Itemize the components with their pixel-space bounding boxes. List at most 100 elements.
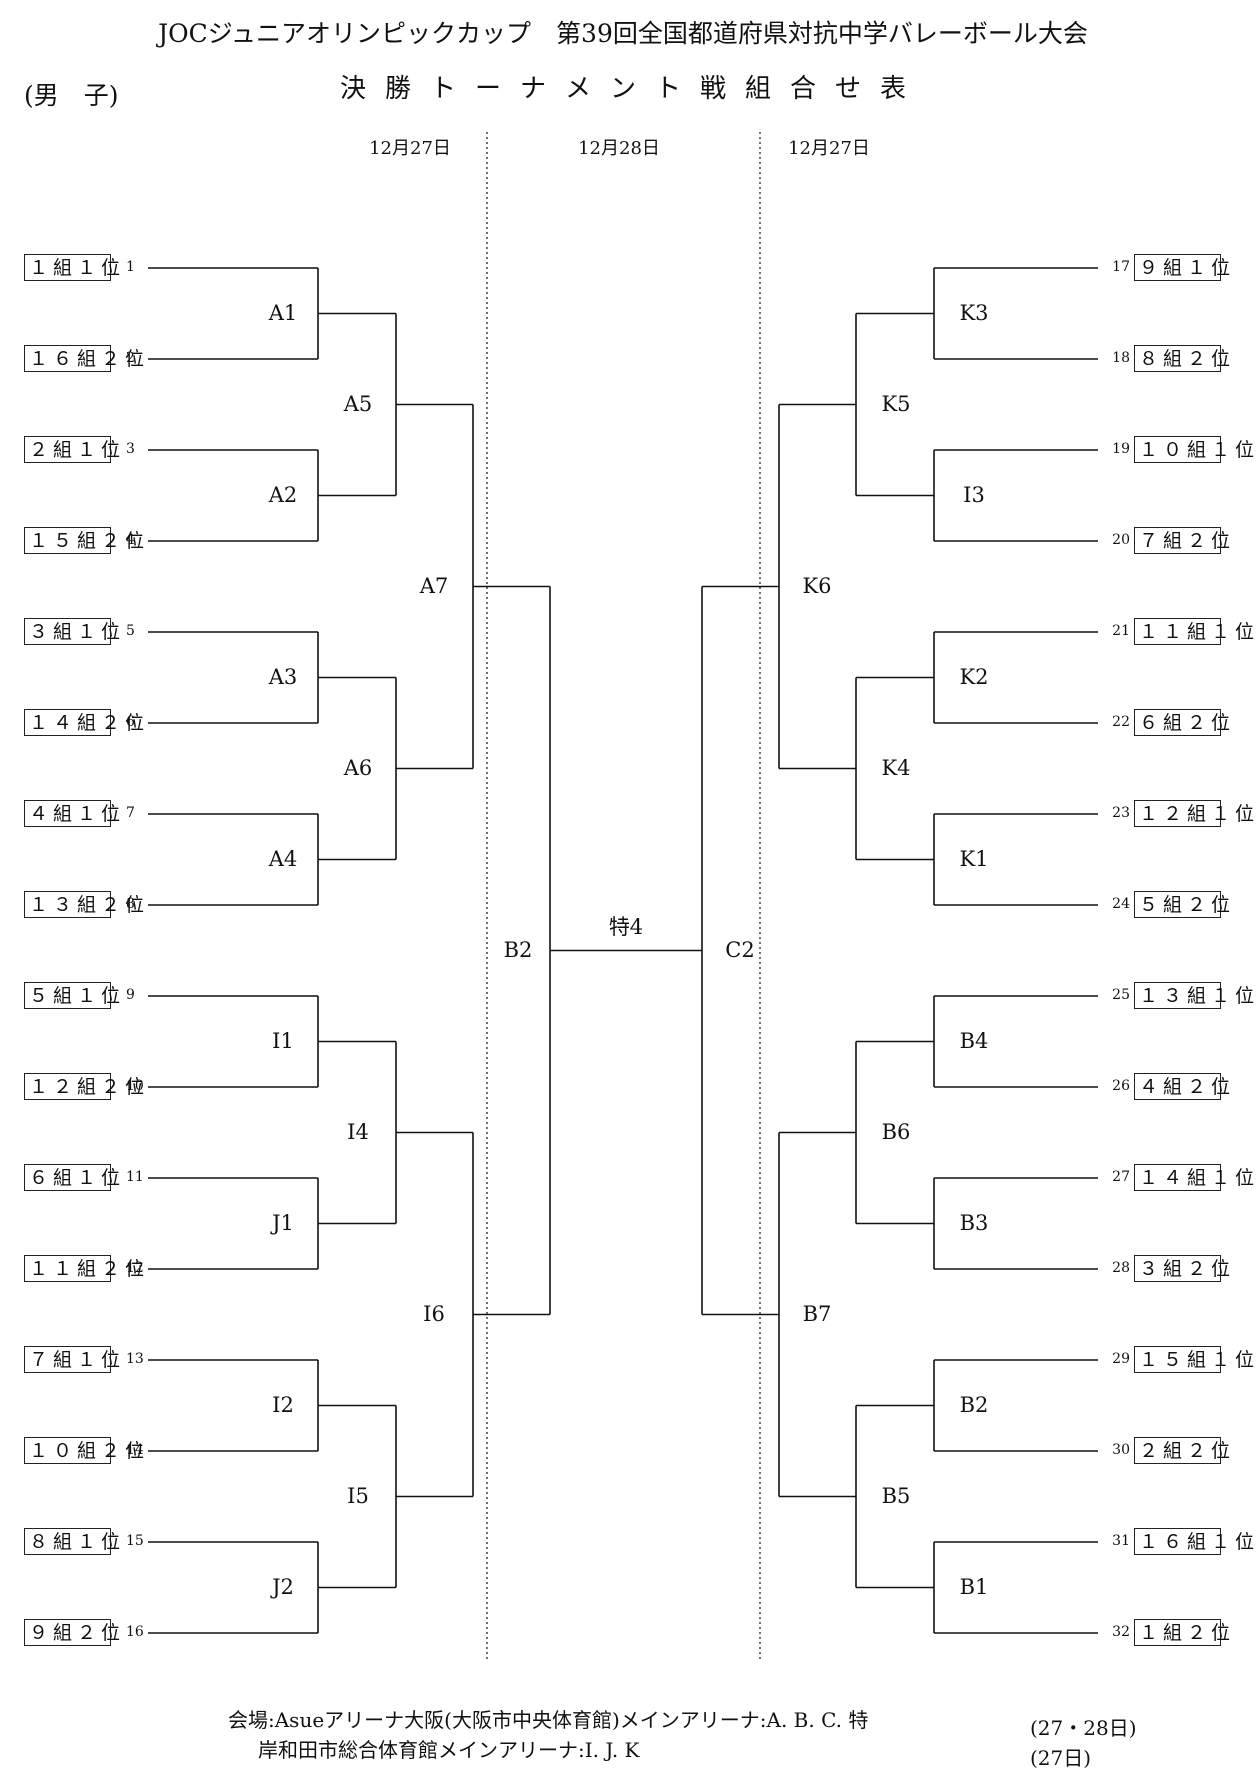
team-slot-left: ７組１位 [24,1346,120,1373]
seed-number: 2 [126,350,135,366]
date-left: 12月27日 [369,138,451,159]
seed-number: 16 [126,1624,144,1640]
team-slot-right: ２組２位 [1134,1437,1230,1464]
team-slot-left: ５組１位 [24,982,120,1009]
team-slot-right: １６組１位 [1134,1528,1254,1555]
match-label: K5 [881,391,911,416]
seed-number: 30 [1112,1442,1130,1458]
match-label: A1 [268,300,298,325]
team-slot-left: ２組１位 [24,436,120,463]
match-label: K1 [959,846,989,871]
seed-number: 27 [1112,1169,1130,1185]
match-label: K2 [959,664,989,689]
date-center: 12月28日 [578,138,660,159]
team-slot-right: ３組２位 [1134,1255,1230,1282]
match-label: I1 [272,1028,294,1053]
seed-number: 12 [126,1260,144,1276]
team-slot-left: １組１位 [24,254,120,281]
match-label: B6 [881,1119,911,1144]
team-slot-left: １３組２位 [24,891,144,918]
team-slot-left: ６組１位 [24,1164,120,1191]
venue-2-days: (27日) [1030,1746,1092,1770]
seed-number: 28 [1112,1260,1130,1276]
seed-number: 31 [1112,1533,1130,1549]
match-label: B1 [959,1574,989,1599]
team-slot-right: １１組１位 [1134,618,1254,645]
team-slot-left: １６組２位 [24,345,144,372]
match-label: A4 [268,846,298,871]
match-label: J1 [272,1210,294,1235]
seed-number: 26 [1112,1078,1130,1094]
team-slot-left: １５組２位 [24,527,144,554]
team-slot-right: ６組２位 [1134,709,1230,736]
seed-number: 32 [1112,1624,1130,1640]
page-title: JOCジュニアオリンピックカップ 第39回全国都道府県対抗中学バレーボール大会 [158,19,1088,48]
match-label: I5 [347,1483,369,1508]
date-right: 12月27日 [788,138,870,159]
team-slot-left: ３組１位 [24,618,120,645]
venue-1: 会場:Asueアリーナ大阪(大阪市中央体育館)メインアリーナ:A. B. C. … [228,1708,869,1732]
match-label: B2 [503,937,533,962]
seed-number: 9 [126,987,135,1003]
team-slot-right: １組２位 [1134,1619,1230,1646]
team-slot-right: １０組１位 [1134,436,1254,463]
seed-number: 6 [126,714,135,730]
seed-number: 5 [126,623,135,639]
match-label: J2 [272,1574,294,1599]
seed-number: 3 [126,441,135,457]
match-label: B3 [959,1210,989,1235]
match-label: A5 [343,391,373,416]
team-slot-right: ４組２位 [1134,1073,1230,1100]
seed-number: 14 [126,1442,144,1458]
match-label: A7 [419,573,449,598]
seed-number: 21 [1112,623,1130,639]
team-slot-right: ５組２位 [1134,891,1230,918]
match-label: K3 [959,300,989,325]
match-label: B2 [959,1392,989,1417]
venue-1-days: (27・28日) [1030,1716,1137,1740]
seed-number: 7 [126,805,135,821]
team-slot-left: １４組２位 [24,709,144,736]
seed-number: 10 [126,1078,144,1094]
final-match-label: 特4 [608,914,644,939]
team-slot-right: １５組１位 [1134,1346,1254,1373]
team-slot-left: １０組２位 [24,1437,144,1464]
gender-label: (男 子) [24,81,119,110]
team-slot-left: ９組２位 [24,1619,120,1646]
match-label: I2 [272,1392,294,1417]
match-label: A3 [268,664,298,689]
seed-number: 15 [126,1533,144,1549]
seed-number: 11 [126,1169,144,1185]
team-slot-left: ４組１位 [24,800,120,827]
venue-2: 岸和田市総合体育館メインアリーナ:I. J. K [258,1738,640,1762]
team-slot-left: １１組２位 [24,1255,144,1282]
match-label: B7 [802,1301,832,1326]
match-label: C2 [725,937,755,962]
seed-number: 8 [126,896,135,912]
seed-number: 22 [1112,714,1130,730]
seed-number: 17 [1112,259,1130,275]
team-slot-right: ７組２位 [1134,527,1230,554]
team-slot-left: １２組２位 [24,1073,144,1100]
team-slot-right: １２組１位 [1134,800,1254,827]
team-slot-left: ８組１位 [24,1528,120,1555]
match-label: K6 [802,573,832,598]
team-slot-right: ９組１位 [1134,254,1230,281]
seed-number: 4 [126,532,135,548]
match-label: A2 [268,482,298,507]
seed-number: 29 [1112,1351,1130,1367]
seed-number: 1 [126,259,135,275]
team-slot-right: １４組１位 [1134,1164,1254,1191]
team-slot-right: １３組１位 [1134,982,1254,1009]
team-slot-right: ８組２位 [1134,345,1230,372]
match-label: B4 [959,1028,989,1053]
match-label: A6 [343,755,373,780]
match-label: B5 [881,1483,911,1508]
match-label: I4 [347,1119,369,1144]
seed-number: 19 [1112,441,1130,457]
match-label: I6 [423,1301,445,1326]
match-label: K4 [881,755,911,780]
page-subtitle: 決勝トーナメント戦組合せ表 [339,74,925,104]
seed-number: 23 [1112,805,1130,821]
